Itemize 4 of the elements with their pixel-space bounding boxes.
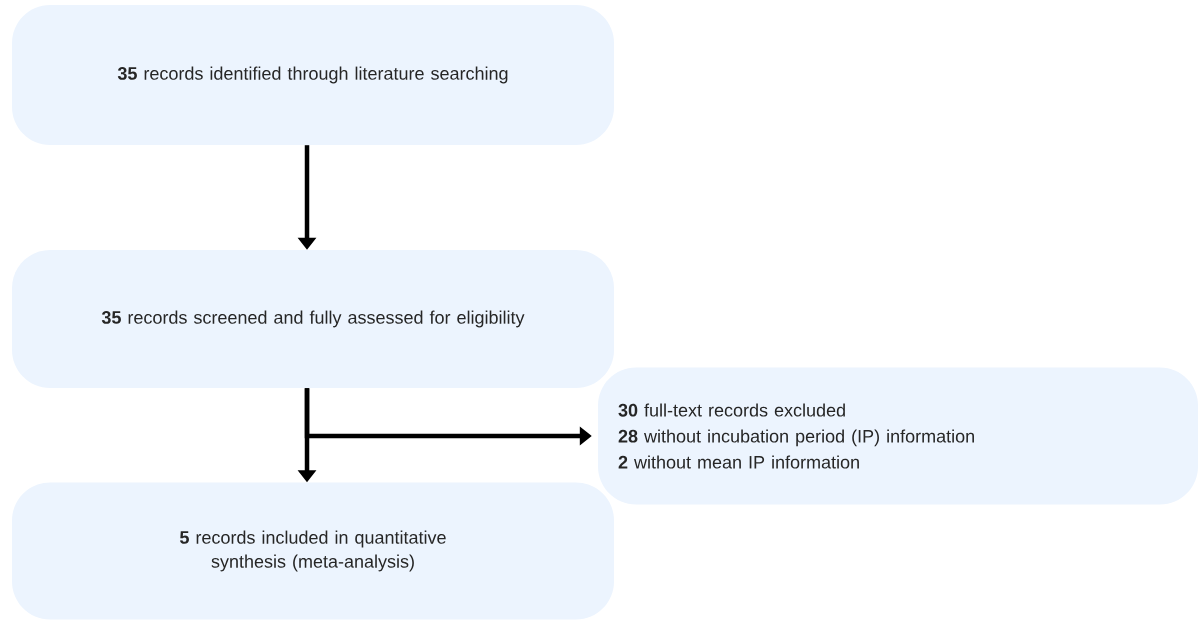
process-box: 5 records included in quantitative synthesis (meta-analysis) — [12, 482, 614, 620]
process-box: 35 records identified through literature searching — [12, 5, 614, 145]
process-box: 30 full-text records excluded 28 without incubation period (IP) information 2 without mean IP information — [598, 367, 1198, 505]
process-box: 35 records screened and fully assessed for eligibility — [12, 250, 614, 388]
